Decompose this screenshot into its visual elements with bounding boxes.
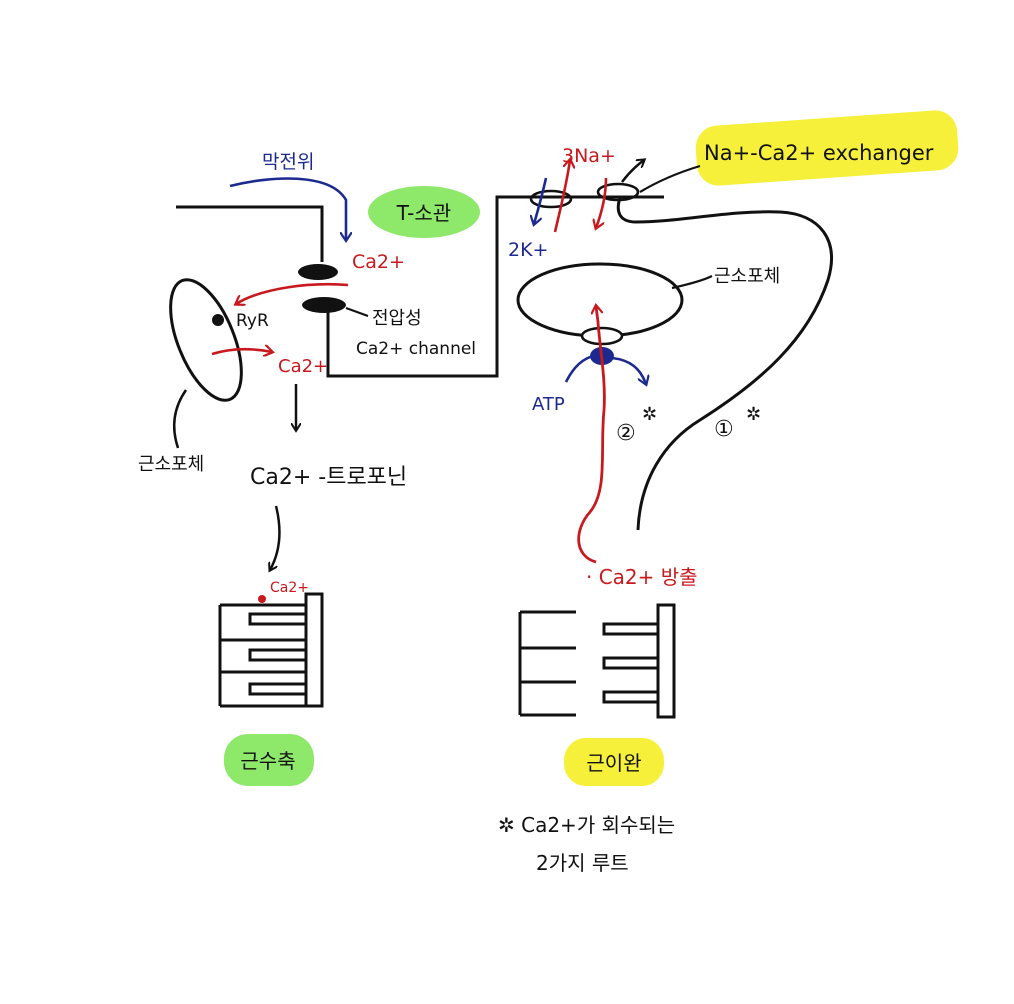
ryr-label: RyR <box>236 311 269 331</box>
ca-released-label: Ca2+ <box>278 356 328 377</box>
na-in-arrow <box>596 178 606 228</box>
ca-out-arrow <box>622 160 644 182</box>
ryr-release-arrow <box>212 349 272 354</box>
sr-left-label: 근소포체 <box>138 454 204 475</box>
contraction-label: 근수축 <box>240 749 295 773</box>
route-two-path <box>579 306 605 562</box>
sr-right-label: 근소포체 <box>714 266 780 287</box>
route-one-label: ① <box>714 417 734 442</box>
voltage-gated-label: 전압성 <box>372 308 422 329</box>
exchanger-pointer <box>640 166 700 192</box>
sarcomere-relaxed <box>520 605 674 717</box>
ryr-receptor <box>212 314 224 326</box>
voltage-gated-pointer <box>346 308 368 316</box>
ca-dot-label: Ca2+ <box>270 580 309 596</box>
ca-dot <box>258 595 266 603</box>
atp-in-arrow <box>566 356 594 382</box>
membrane-potential-arrow <box>230 178 346 240</box>
sr-left-body <box>156 270 256 410</box>
two-k-label: 2K+ <box>508 239 548 261</box>
relaxation-label: 근이완 <box>586 751 641 775</box>
k-in-arrow <box>534 178 546 224</box>
route-two-mark: ✲ <box>642 404 657 425</box>
atp-label: ATP <box>532 394 565 415</box>
ca-troponin-label: Ca2+ -트로포닌 <box>250 465 407 490</box>
membrane-potential-label: 막전위 <box>262 151 314 173</box>
note-line-1: ✲ Ca2+가 회수되는 <box>498 813 675 837</box>
troponin-to-sarcomere-arrow <box>270 506 279 570</box>
exchanger-label: Na+-Ca2+ exchanger <box>704 141 934 165</box>
dhpr-channel-upper <box>298 264 338 280</box>
ca-release-label: · Ca2+ 방출 <box>586 565 698 589</box>
sr-left-pointer <box>174 390 186 448</box>
serca-pump <box>582 328 622 344</box>
sr-right-pointer <box>672 276 712 288</box>
t-tubule-membrane <box>176 207 322 262</box>
route-one-mark: ✲ <box>746 404 761 425</box>
three-na-label: 3Na+ <box>562 145 616 167</box>
note-line-2: 2가지 루트 <box>536 851 629 875</box>
ca-top-label: Ca2+ <box>352 251 405 273</box>
dhpr-channel-lower <box>302 297 346 313</box>
sarcomere-contracted <box>220 594 322 706</box>
t-tubule-label: T-소관 <box>396 201 451 225</box>
sr-right-body <box>518 264 682 336</box>
route-two-label: ② <box>616 421 636 446</box>
route-one-path <box>618 198 831 530</box>
ca-channel-label: Ca2+ channel <box>356 339 476 359</box>
atp-out-arrow <box>612 358 646 384</box>
